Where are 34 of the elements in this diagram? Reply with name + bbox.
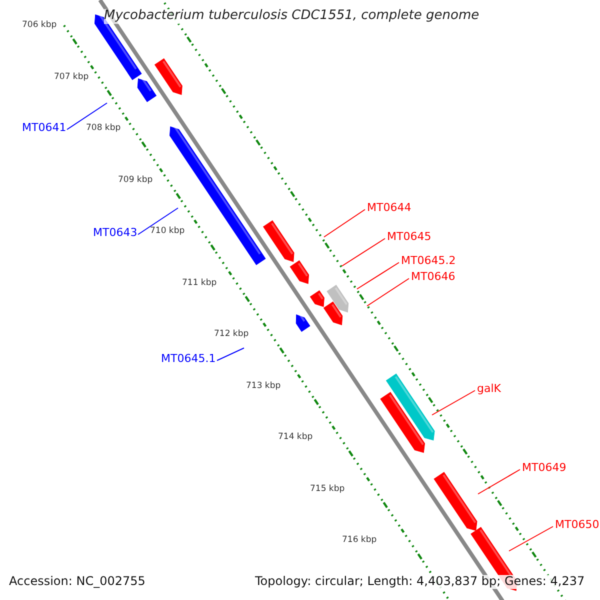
leader-line <box>342 238 386 266</box>
gene-label: MT0644 <box>367 202 412 215</box>
gene-label: MT0649 <box>522 462 566 475</box>
gene-label: MT0646 <box>411 271 456 284</box>
scale-label: 710 kbp <box>150 227 185 237</box>
accession-text: Accession: NC_002755 <box>9 575 146 589</box>
leader-line <box>356 262 400 290</box>
leader-line <box>508 526 554 552</box>
scale-label: 709 kbp <box>118 176 153 186</box>
scale-label: 711 kbp <box>182 278 217 288</box>
leader-line <box>216 348 244 361</box>
leader-line <box>478 469 520 494</box>
scale-label: 715 kbp <box>310 484 345 494</box>
leader-line <box>66 102 108 130</box>
gene-label: galK <box>477 383 501 396</box>
gene-label: MT0645.1 <box>161 353 216 366</box>
gene-label: MT0650 <box>555 519 600 532</box>
genome-info-text: Topology: circular; Length: 4,403,837 bp; Genes: 4,237 <box>255 575 585 589</box>
scale-label: 716 kbp <box>342 536 377 546</box>
leader-line <box>324 209 366 238</box>
leader-line <box>432 390 476 416</box>
gene-label: MT0641 <box>22 122 66 135</box>
leader-line <box>138 208 178 235</box>
map-title: Mycobacterium tuberculosis CDC1551, complete genome <box>104 9 480 24</box>
scale-label: 712 kbp <box>214 330 249 340</box>
scale-label: 714 kbp <box>278 433 313 443</box>
scale-label: 706 kbp <box>22 21 57 31</box>
leader-line <box>366 278 410 306</box>
gene-label: MT0643 <box>93 227 138 240</box>
scale-label: 708 kbp <box>86 124 121 134</box>
gene-label: MT0645.2 <box>401 255 456 268</box>
scale-label: 707 kbp <box>54 72 89 82</box>
gene-label: MT0645 <box>387 231 432 244</box>
scale-label: 713 kbp <box>246 382 281 392</box>
